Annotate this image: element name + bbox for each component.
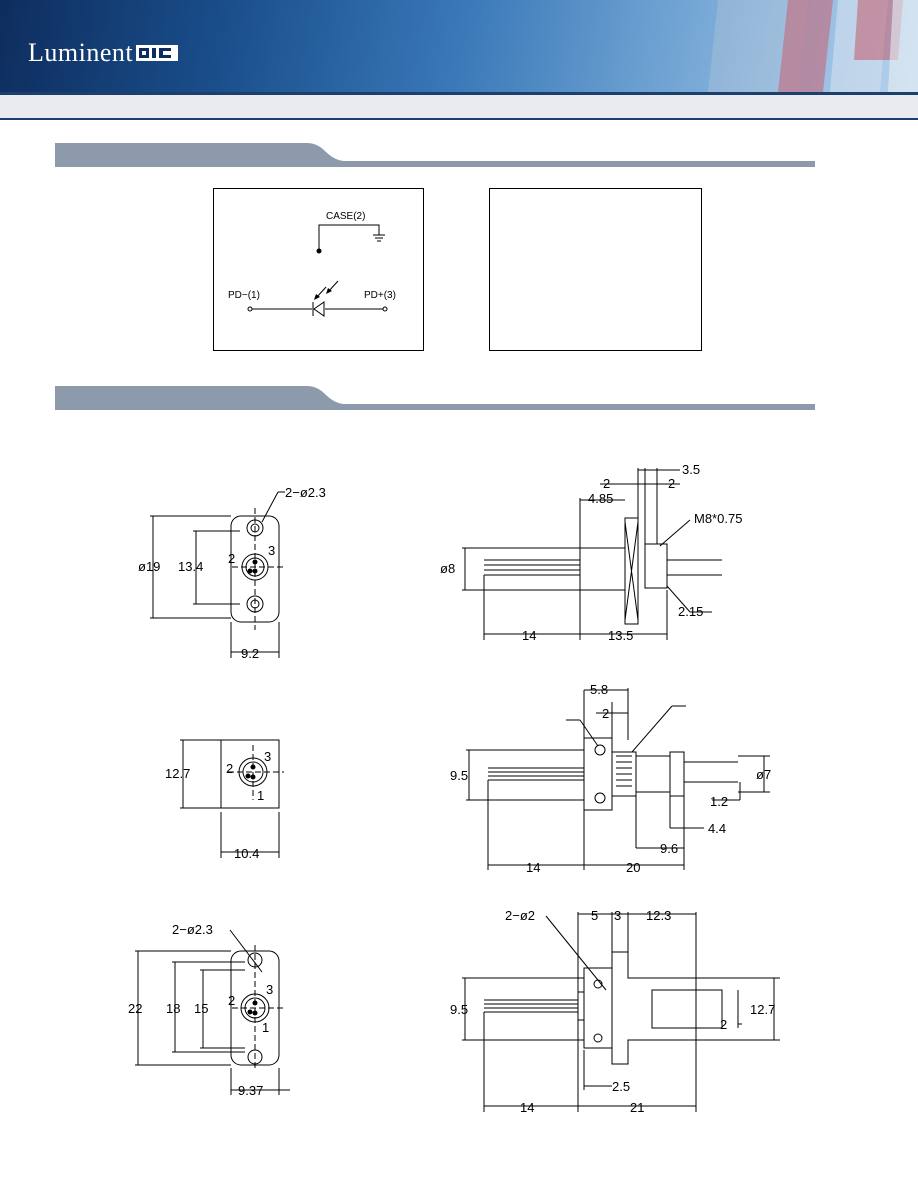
header-banner: Luminent xyxy=(0,0,918,92)
d1-side-dim-a: 3.5 xyxy=(682,462,700,477)
d1-side-dim-d: 4.85 xyxy=(588,491,613,506)
d1-side-dim-b: 2 xyxy=(603,476,610,491)
d1-side-body: 13.5 xyxy=(608,628,633,643)
d3-h22-dim: 22 xyxy=(128,1001,142,1016)
pd-minus-label: PD−(1) xyxy=(228,290,260,301)
d3-side-height: 9.5 xyxy=(450,1002,468,1017)
d1-pin2-label: 2 xyxy=(228,551,235,566)
d3-side-body: 21 xyxy=(630,1100,644,1115)
d3-width-dim: 9.37 xyxy=(238,1083,263,1098)
d1-side-thread: M8*0.75 xyxy=(694,511,742,526)
header-stripes xyxy=(708,0,918,92)
drawing-1-front-view xyxy=(150,491,285,658)
d1-pin3-label: 3 xyxy=(268,543,275,558)
photodiode-schematic: CASE(2) PD−(1) PD+(3) xyxy=(228,211,396,317)
d3-hole-dim: 2−ø2.3 xyxy=(172,922,213,937)
d3-side-lead: 14 xyxy=(520,1100,534,1115)
d2-side-lead: 14 xyxy=(526,860,540,875)
case-label: CASE(2) xyxy=(326,211,365,222)
d2-side-dim-c: 1.2 xyxy=(710,794,728,809)
d3-side-dim-a: 5 xyxy=(591,908,598,923)
d2-side-dim-d: 4.4 xyxy=(708,821,726,836)
d3-side-width: 12.7 xyxy=(750,1002,775,1017)
d1-width-dim: 9.2 xyxy=(241,646,259,661)
d3-side-slot: 2 xyxy=(720,1017,727,1032)
d3-side-dim-d: 2.5 xyxy=(612,1079,630,1094)
d3-side-hole: 2−ø2 xyxy=(505,908,535,923)
d3-h18-dim: 18 xyxy=(166,1001,180,1016)
d2-side-dia: ø7 xyxy=(756,767,771,782)
d3-pin3-label: 3 xyxy=(266,982,273,997)
d1-dia-dim: ø19 xyxy=(138,559,160,574)
d2-pin1-label: 1 xyxy=(257,788,264,803)
d3-h15-dim: 15 xyxy=(194,1001,208,1016)
drawing-1-side-view xyxy=(462,468,722,640)
package-outline-drawings: 2−ø2.3 ø19 13.4 9.2 2 3 3.5 2 2 4.85 M8*… xyxy=(128,462,780,1115)
d3-pin1-label: 1 xyxy=(262,1020,269,1035)
d2-pin3-label: 3 xyxy=(264,749,271,764)
drawing-3-front-view xyxy=(135,929,290,1095)
drawing-3-side-view xyxy=(462,912,780,1112)
d2-side-body: 20 xyxy=(626,860,640,875)
brand-logo: Luminent xyxy=(28,38,134,67)
d1-side-tip: 2.15 xyxy=(678,604,703,619)
d1-pitch-dim: 13.4 xyxy=(178,559,203,574)
d3-side-dim-c: 12.3 xyxy=(646,908,671,923)
d1-side-dia: ø8 xyxy=(440,561,455,576)
brand-mark-logo xyxy=(136,45,178,61)
d3-side-dim-b: 3 xyxy=(614,908,621,923)
d2-side-dim-b: 2 xyxy=(602,706,609,721)
d2-side-dim-a: 5.8 xyxy=(590,682,608,697)
d1-side-lead: 14 xyxy=(522,628,536,643)
drawing-2-side-view xyxy=(466,688,770,870)
d2-side-height: 9.5 xyxy=(450,768,468,783)
d2-side-dim-e: 9.6 xyxy=(660,841,678,856)
empty-info-box xyxy=(489,188,702,351)
d2-pin2-label: 2 xyxy=(226,761,233,776)
d1-hole-dim: 2−ø2.3 xyxy=(285,485,326,500)
d2-height-dim: 12.7 xyxy=(165,766,190,781)
pd-plus-label: PD+(3) xyxy=(364,290,396,301)
d1-side-dim-c: 2 xyxy=(668,476,675,491)
header-subband xyxy=(0,92,918,120)
section-bar-package-outline xyxy=(55,386,815,410)
section-bar-pin-assignment xyxy=(55,143,815,167)
drawing-2-front-view xyxy=(180,739,284,858)
d3-pin2-label: 2 xyxy=(228,993,235,1008)
d2-width-dim: 10.4 xyxy=(234,846,259,861)
circuit-diagram-box: CASE(2) PD−(1) PD+(3) xyxy=(213,188,424,351)
